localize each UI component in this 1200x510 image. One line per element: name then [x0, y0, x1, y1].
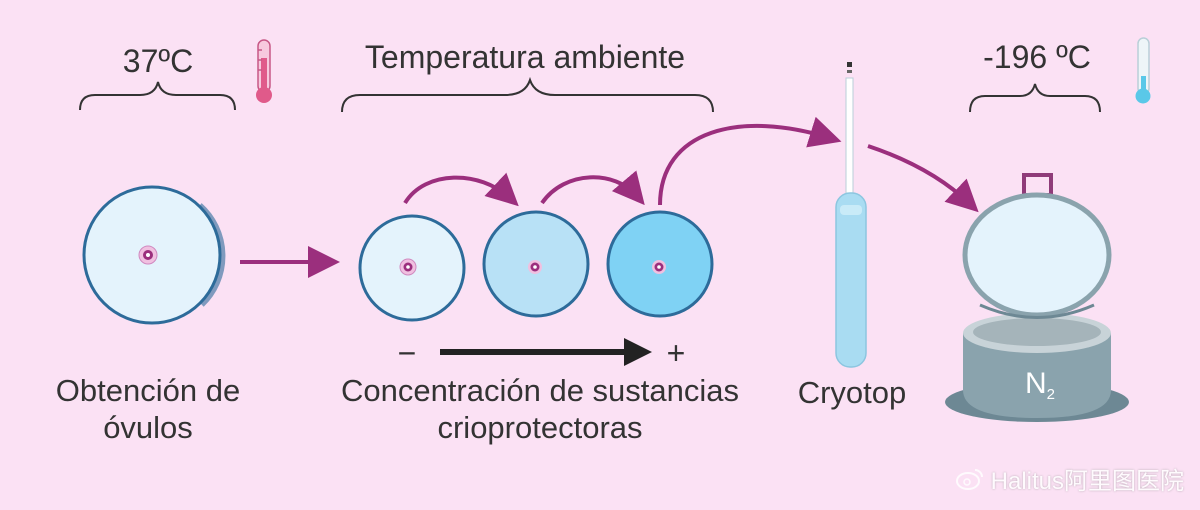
label-nitrogen-temp: -196 ºC [983, 39, 1091, 75]
curved-arrow-to-cryotop [658, 116, 842, 206]
label-stage-obtain-line1: Obtención de [55, 373, 241, 408]
tank-label: N2 [1010, 366, 1070, 404]
cryotop-device-icon [835, 62, 867, 368]
petri-dish-medium-concentration [482, 210, 590, 318]
label-stage-cryotop: Cryotop [797, 375, 907, 410]
label-stage-obtain: Obtención de óvulos [28, 372, 268, 446]
curved-arrow-dish2-to-dish3 [403, 172, 519, 207]
oocyte-icon [138, 245, 158, 265]
label-stage-concentration-line2: crioprotectoras [437, 410, 643, 446]
label-stage-concentration-line1: Concentración de sustancias [340, 373, 740, 408]
petri-dish-obtained [82, 185, 226, 325]
watermark: Halitus阿里图医院 [955, 461, 1184, 496]
label-room-temp: Temperatura ambiente [364, 39, 686, 75]
oocyte-icon [399, 258, 417, 276]
weibo-icon [955, 468, 983, 490]
label-stage-obtain-line2: óvulos [103, 410, 193, 446]
tank-label-subscript: 2 [1046, 386, 1055, 403]
brace-nitrogen-temp [969, 83, 1101, 113]
thermometer-cold-icon [1135, 37, 1151, 104]
liquid-nitrogen-tank-icon [945, 173, 1129, 422]
oocyte-icon [652, 260, 666, 274]
brace-body-temp [79, 81, 236, 111]
tank-label-element: N [1024, 367, 1047, 400]
petri-dish-low-concentration [358, 214, 466, 322]
label-body-temp: 37ºC [122, 43, 194, 79]
gradient-plus-sign: + [666, 335, 686, 371]
brace-room-temp [341, 76, 714, 113]
thermometer-warm-icon [256, 39, 272, 103]
watermark-text: Halitus阿里图医院 [990, 468, 1184, 495]
petri-dish-high-concentration [606, 210, 714, 318]
curved-arrow-to-tank [867, 144, 979, 213]
concentration-gradient-arrow [440, 338, 652, 366]
curved-arrow-dish3-to-dish4 [540, 170, 645, 206]
oocyte-icon [528, 260, 542, 274]
gradient-minus-sign: − [397, 335, 417, 371]
label-stage-concentration: Concentración de sustancias crioprotecto… [300, 372, 780, 446]
